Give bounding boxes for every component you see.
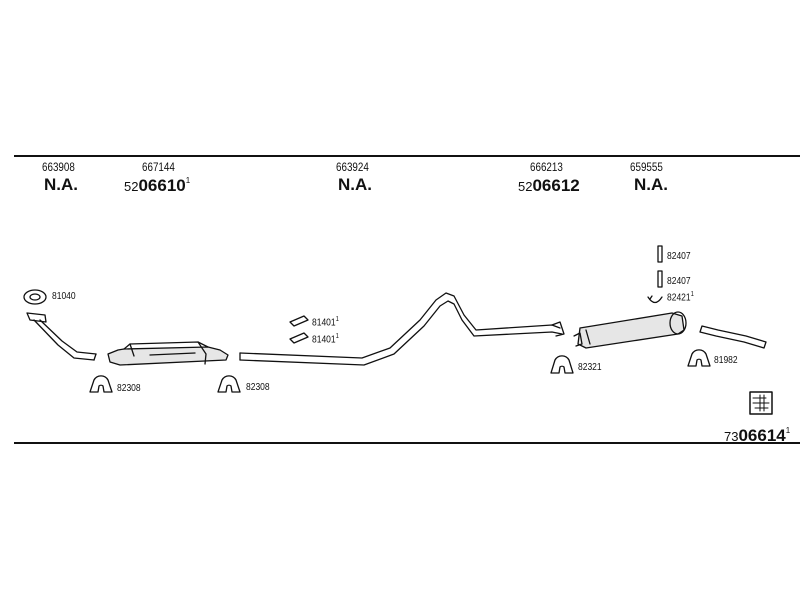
kit-main-number: 06614 <box>738 426 786 445</box>
status-na-663908: N.A. <box>44 175 78 194</box>
part-code-666213: 666213 <box>530 160 563 174</box>
replacement-number: 06610 <box>138 176 186 195</box>
part-code-659555: 659555 <box>630 160 663 174</box>
part-label-82321: 82321 <box>578 362 602 373</box>
status-na-663924: N.A. <box>338 175 372 194</box>
part-label-81401-b: 814011 <box>312 333 339 345</box>
clamp-icon <box>89 375 113 393</box>
part-number: 81401 <box>312 334 336 346</box>
part-label-82407-a: 82407 <box>667 251 691 262</box>
part-number: 82421 <box>667 292 691 304</box>
kit-number: 73066141 <box>724 426 790 446</box>
part-code-663908: 663908 <box>42 160 75 174</box>
tail-pipe <box>699 325 767 349</box>
part-label-82421: 824211 <box>667 291 694 303</box>
part-label-81982: 81982 <box>714 355 738 366</box>
kit-symbol-icon <box>749 391 773 415</box>
replacement-06610: 52066101 <box>124 176 190 196</box>
footnote-marker: 1 <box>335 316 339 323</box>
part-label-82308-a: 82308 <box>117 383 141 394</box>
clamp-icon <box>687 349 711 367</box>
footnote-marker: 1 <box>335 333 339 340</box>
footnote-marker: 1 <box>785 426 791 435</box>
top-divider <box>14 155 800 157</box>
replacement-number: 06612 <box>532 176 580 195</box>
middle-pipe <box>239 292 565 366</box>
part-code-667144: 667144 <box>142 160 175 174</box>
replacement-prefix: 52 <box>518 179 533 194</box>
replacement-prefix: 52 <box>124 179 139 194</box>
part-label-82308-b: 82308 <box>246 382 270 393</box>
part-label-82407-b: 82407 <box>667 276 691 287</box>
clamp-icon <box>550 355 574 374</box>
status-na-659555: N.A. <box>634 175 668 194</box>
flange-ring-icon <box>23 289 47 305</box>
bottom-divider <box>14 442 800 444</box>
bolt-icon <box>657 245 663 288</box>
part-number: 81401 <box>312 317 336 329</box>
rear-muffler <box>573 311 687 349</box>
front-muffler <box>107 341 229 366</box>
front-pipe <box>26 312 97 361</box>
u-bolt-icon <box>647 295 663 304</box>
part-label-81040: 81040 <box>52 291 76 302</box>
replacement-06612: 5206612 <box>518 176 580 196</box>
footnote-marker: 1 <box>690 291 694 298</box>
part-code-663924: 663924 <box>336 160 369 174</box>
footnote-marker: 1 <box>185 176 191 185</box>
clamp-icon <box>217 375 241 393</box>
part-label-81401-a: 814011 <box>312 316 339 328</box>
rubber-hanger-icon <box>289 315 309 344</box>
kit-prefix: 73 <box>724 429 739 444</box>
